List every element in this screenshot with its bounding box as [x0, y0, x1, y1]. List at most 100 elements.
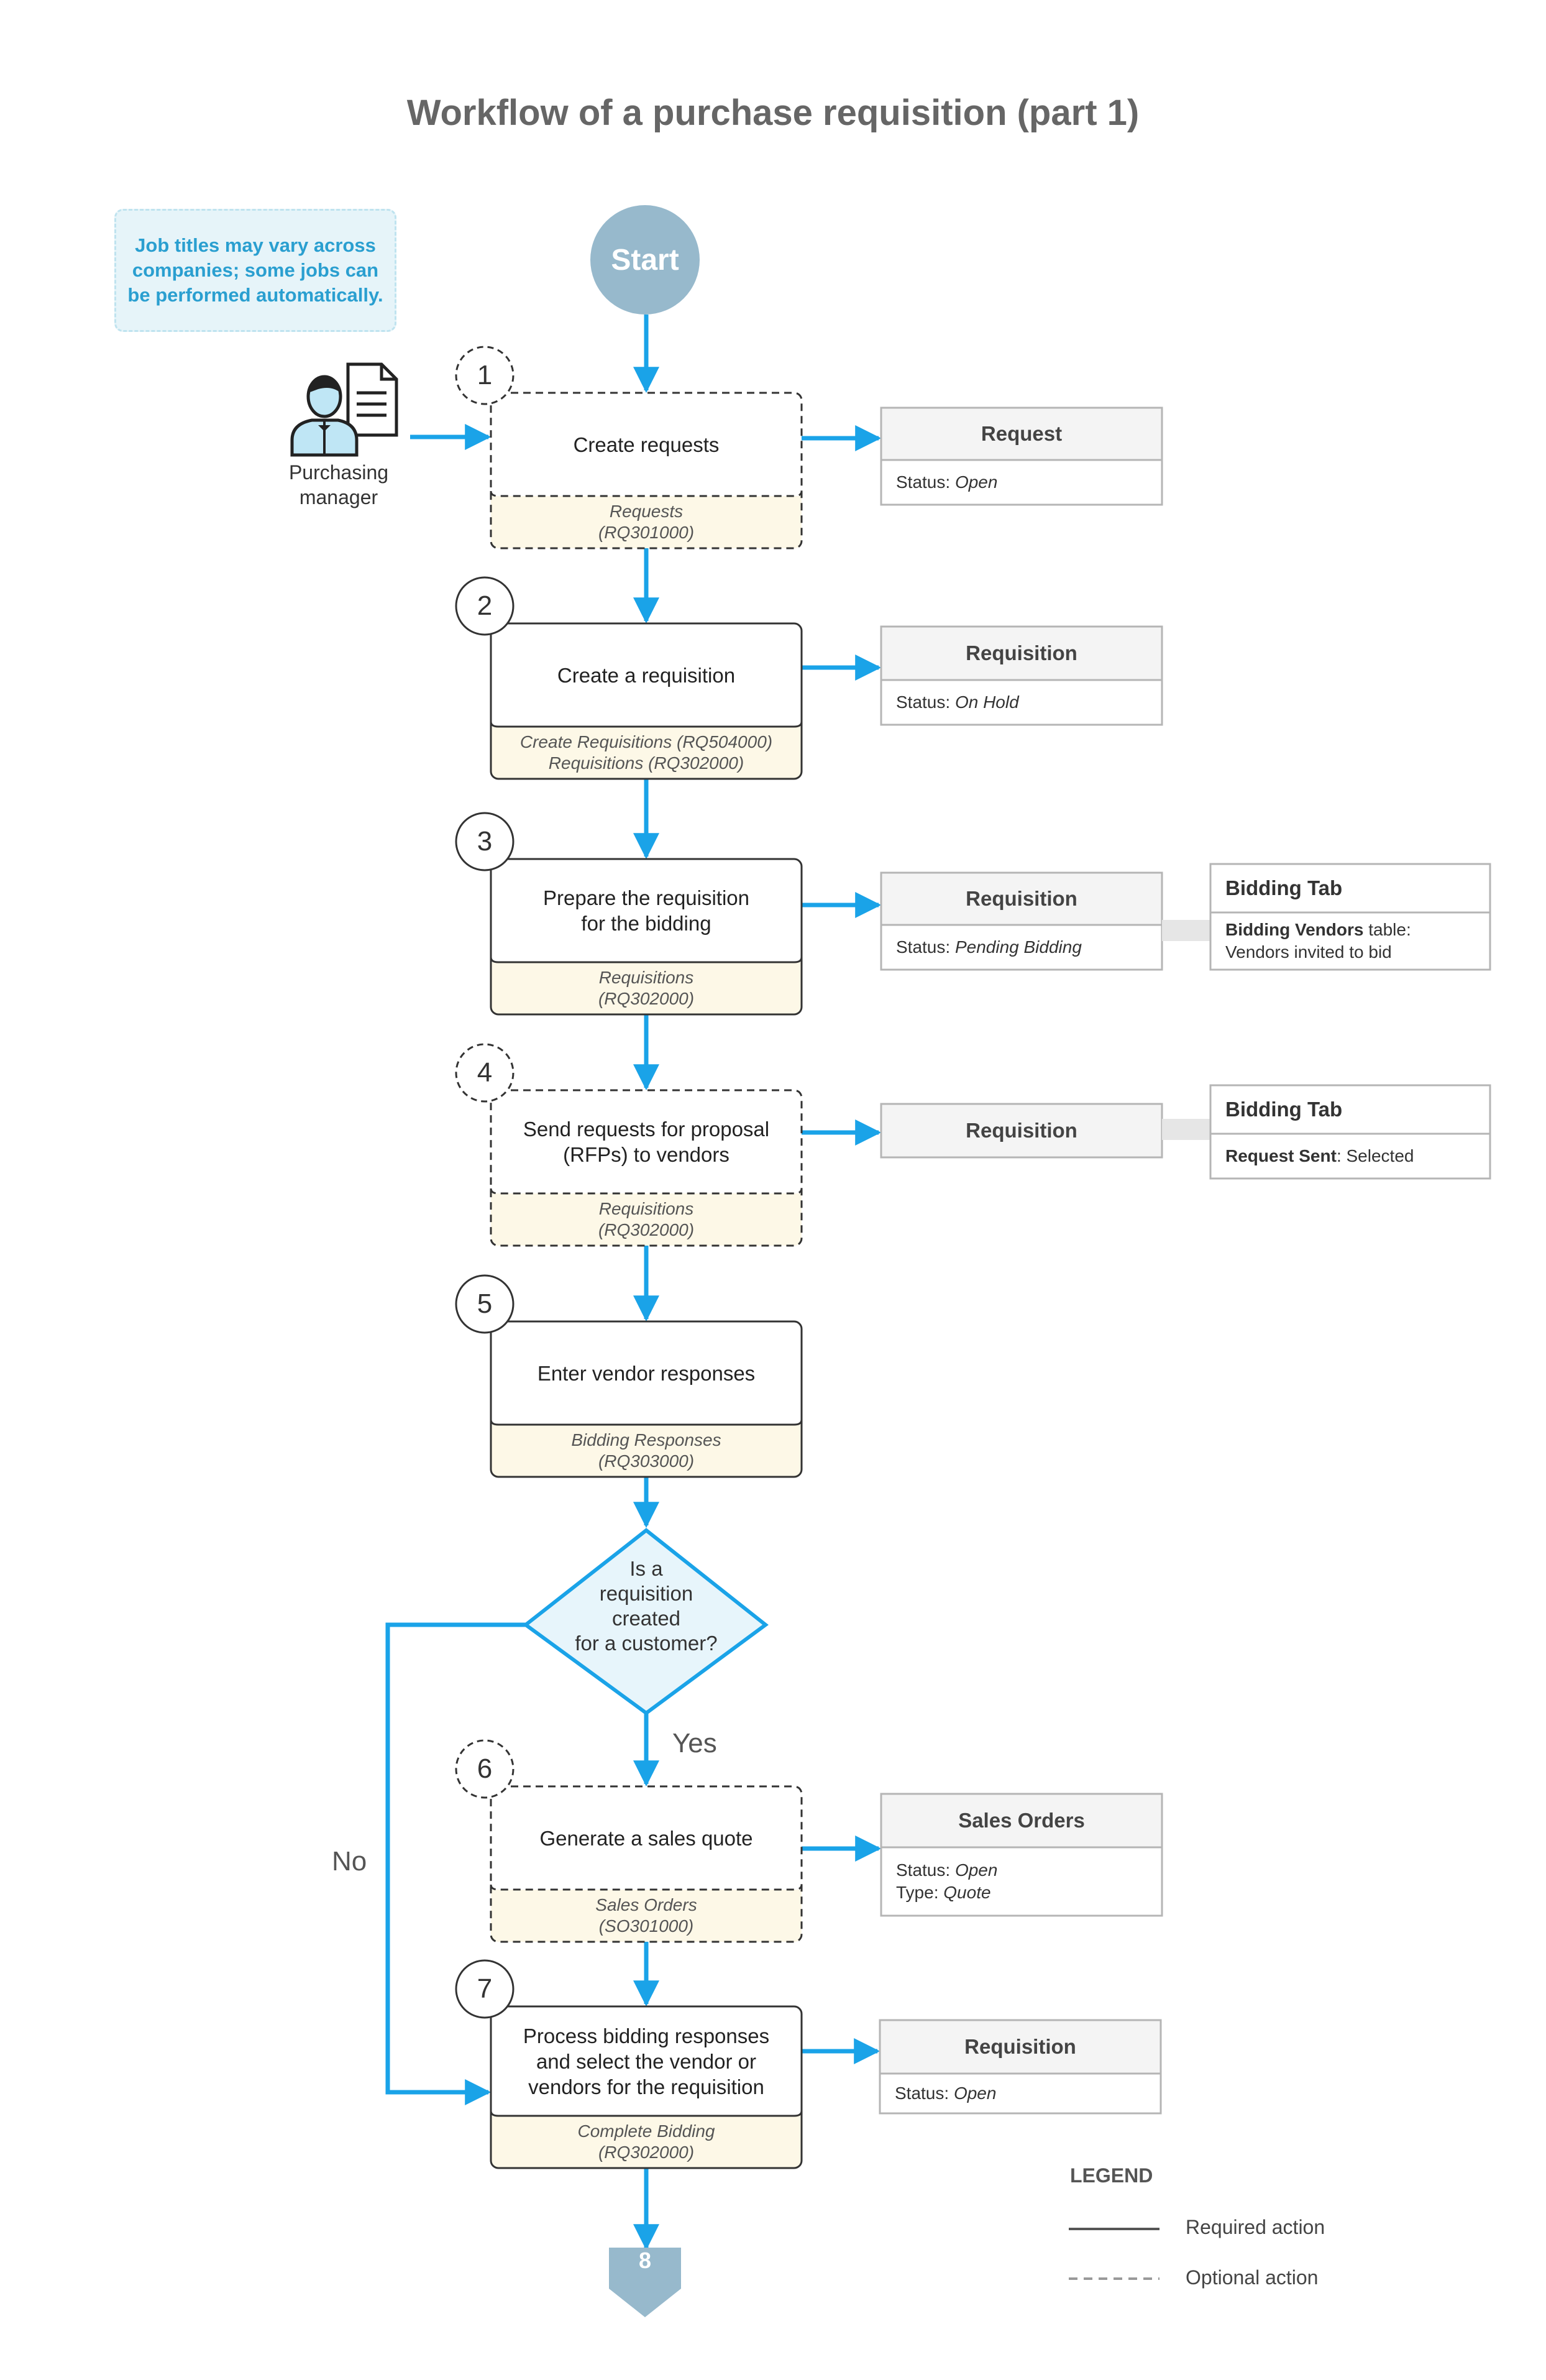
step-box-2	[455, 576, 803, 780]
step-number-circle	[455, 812, 515, 871]
card-body: Status: Open	[880, 2074, 1161, 2113]
yes-label: Yes	[672, 1728, 717, 1758]
form-band	[491, 1890, 802, 1942]
step-outline	[490, 858, 803, 1016]
step-number-circle	[455, 1739, 515, 1799]
form-band	[491, 1193, 802, 1246]
card-type: Type: Quote	[896, 1881, 1162, 1904]
card-title: Requisition	[966, 1119, 1077, 1142]
card-status-label: Status:	[896, 692, 951, 712]
tab-title: Bidding Tab	[1225, 1098, 1343, 1121]
step-title[interactable]: Create a requisition	[557, 663, 736, 687]
connectors	[385, 315, 882, 2251]
card-title: Requisition	[966, 641, 1077, 664]
tab-line: Request Sent: Selected	[1225, 1145, 1490, 1167]
next-page-connector	[609, 2248, 681, 2317]
card-4	[880, 1103, 1163, 1159]
card-status: Status: On Hold	[896, 691, 1162, 714]
card-status-label: Status:	[896, 1860, 951, 1880]
step-form-reference[interactable]: Requisitions(RQ302000)	[598, 968, 695, 1008]
tab-field-value: : Selected	[1336, 1146, 1414, 1165]
card-type-value: Quote	[943, 1883, 991, 1902]
step-number: 4	[477, 1057, 493, 1088]
card-body: Status: Open	[881, 460, 1162, 505]
card-status: Status: Open	[896, 471, 1162, 494]
step-outline	[490, 2005, 803, 2169]
decision-diamond	[523, 1528, 769, 1716]
form-band	[491, 727, 802, 779]
tab-card-1	[1162, 863, 1491, 971]
tab-link-bar	[1162, 1119, 1210, 1140]
card-title: Request	[981, 422, 1063, 445]
tab-card-2	[1162, 1084, 1491, 1180]
legend-optional-label: Optional action	[1186, 2266, 1319, 2289]
title-area	[492, 1788, 800, 1888]
card-title: Sales Orders	[958, 1809, 1085, 1832]
card-status-value: Open	[954, 472, 998, 492]
step-divider	[490, 1884, 803, 1891]
next-page-connector-label: 8	[638, 2248, 652, 2273]
card-5	[880, 1793, 1163, 1917]
step-box-6	[455, 1739, 803, 1943]
card-title: Requisition	[966, 887, 1077, 910]
step-divider	[490, 1188, 803, 1195]
card-status: Status: Open	[896, 1859, 1162, 1881]
step-title[interactable]: Enter vendor responses	[537, 1361, 756, 1385]
step-number: 3	[477, 826, 493, 857]
card-status-label: Status:	[896, 472, 951, 492]
step-title[interactable]: Generate a sales quote	[539, 1826, 753, 1850]
step-number-circle	[455, 346, 515, 405]
step-divider	[490, 957, 803, 963]
card-body: Status: Pending Bidding	[881, 925, 1162, 970]
card-3	[880, 871, 1163, 971]
card-type-label: Type:	[896, 1883, 939, 1902]
step-form-reference[interactable]: Bidding Responses(RQ303000)	[571, 1430, 721, 1471]
no-label: No	[332, 1846, 367, 1877]
step-form-reference[interactable]: Create Requisitions (RQ504000)Requisitio…	[519, 732, 773, 773]
form-band	[491, 2116, 802, 2168]
card-title: Requisition	[964, 2035, 1076, 2058]
step-outline	[490, 392, 803, 549]
job-titles-note: Job titles may vary across companies; so…	[114, 209, 396, 332]
step-box-4	[455, 1043, 803, 1247]
step-form-reference[interactable]: Sales Orders(SO301000)	[595, 1895, 697, 1936]
cards-and-legend-shapes	[523, 407, 1491, 2317]
form-band	[491, 962, 802, 1014]
card-header-fill	[882, 1794, 1161, 1847]
tab-line-2: Vendors invited to bid	[1225, 942, 1392, 962]
card-status: Status: Pending Bidding	[896, 936, 1162, 958]
step-box-7	[455, 1959, 803, 2169]
card-6	[879, 2019, 1162, 2115]
card-2	[880, 625, 1163, 726]
step-title[interactable]: Send requests for proposal(RFPs) to vend…	[523, 1118, 770, 1166]
step-title[interactable]: Create requests	[573, 433, 720, 456]
step-outline	[490, 1785, 803, 1943]
step-divider	[490, 721, 803, 728]
arrow-decision-no	[385, 1622, 526, 2105]
step-box-1	[455, 346, 803, 549]
step-number: 2	[477, 590, 493, 621]
start-node: Start	[590, 205, 700, 315]
step-form-reference[interactable]: Complete Bidding(RQ302000)	[577, 2121, 715, 2162]
form-band	[491, 496, 802, 548]
tab-body: Request Sent: Selected	[1210, 1134, 1490, 1179]
title-area	[492, 860, 800, 961]
legend-title: LEGEND	[1070, 2164, 1153, 2187]
card-body: Status: On Hold	[881, 680, 1162, 725]
card-status-label: Status:	[896, 937, 951, 957]
step-form-reference[interactable]: Requisitions(RQ302000)	[598, 1199, 695, 1239]
card-1	[880, 407, 1163, 506]
card-status-label: Status:	[895, 2084, 949, 2103]
diagram-title: Workflow of a purchase requisition (part…	[406, 93, 1140, 133]
card-status: Status: Open	[895, 2082, 1161, 2105]
tab-outline	[1209, 1084, 1491, 1180]
step-form-reference[interactable]: Requests(RQ301000)	[598, 502, 695, 542]
step-number-circle	[455, 1043, 515, 1103]
step-number: 5	[477, 1289, 493, 1319]
